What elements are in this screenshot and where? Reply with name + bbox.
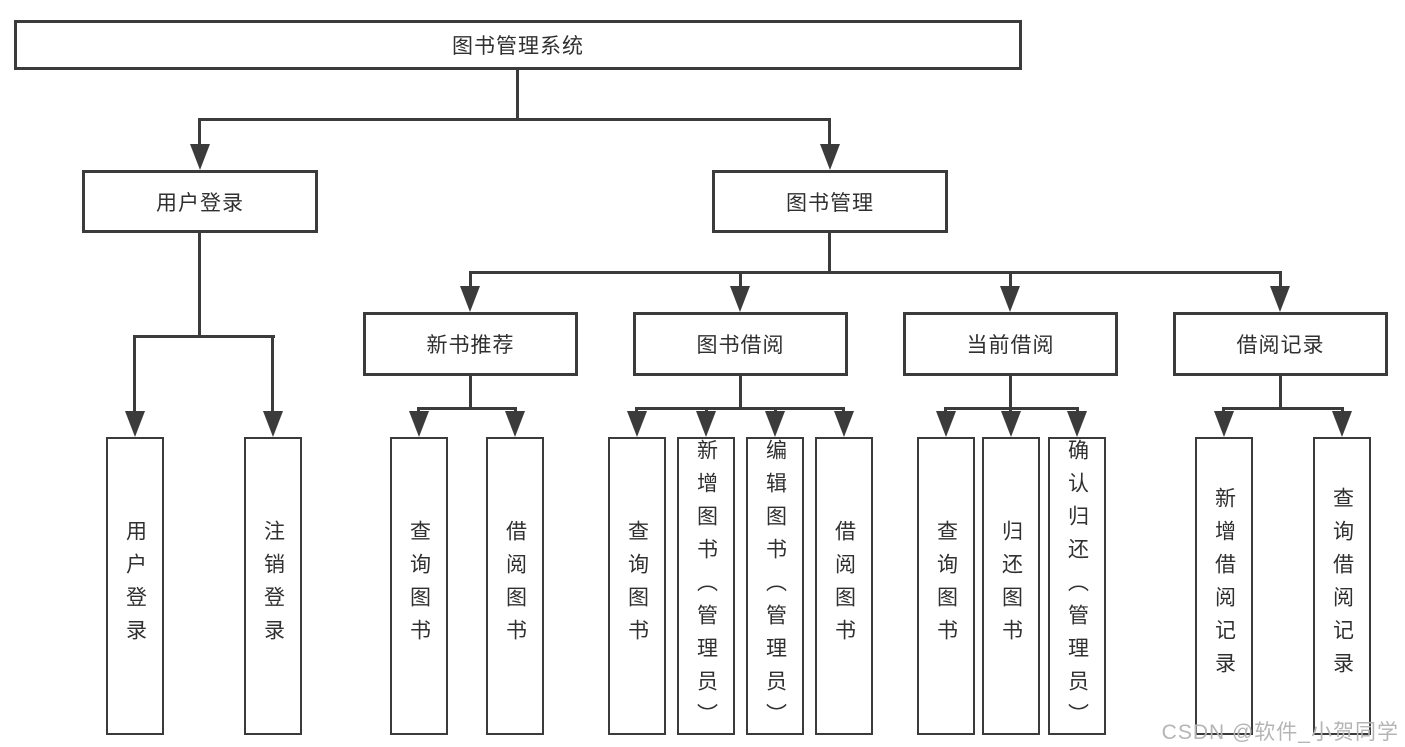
arrow-down-icon <box>1000 286 1020 312</box>
connector-line <box>133 335 275 338</box>
leaf-borrow-books: 借阅图书 <box>815 437 873 735</box>
connector-line <box>828 118 831 148</box>
node-label: 用户登录 <box>156 191 244 215</box>
node-label: 借阅记录 <box>1236 334 1325 357</box>
leaf-label: 借阅图书 <box>503 520 527 652</box>
leaf-user-login: 用户登录 <box>106 437 164 735</box>
leaf-add-books-admin: 新增图书（管理员） <box>677 437 735 736</box>
leaf-label: 查询图书 <box>407 520 431 652</box>
node-user-login: 用户登录 <box>82 170 318 233</box>
arrow-down-icon <box>505 411 525 437</box>
arrow-down-icon <box>730 286 750 312</box>
leaf-logout: 注销登录 <box>244 437 302 735</box>
connector-line <box>1009 376 1012 407</box>
node-label: 图书管理系统 <box>452 35 584 58</box>
node-book-management: 图书管理 <box>712 170 948 233</box>
arrow-down-icon <box>696 411 716 437</box>
leaf-query-borrow-record: 查询借阅记录 <box>1313 437 1371 735</box>
arrow-down-icon <box>190 144 210 170</box>
connector-line <box>1279 376 1282 407</box>
arrow-down-icon <box>263 411 283 437</box>
connector-line <box>271 335 274 415</box>
node-label: 新书推荐 <box>426 334 515 357</box>
connector-line <box>635 407 845 410</box>
node-label: 当前借阅 <box>966 334 1055 357</box>
connector-line <box>417 407 517 410</box>
arrow-down-icon <box>765 411 785 437</box>
connector-line <box>739 376 742 407</box>
arrow-down-icon <box>460 286 480 312</box>
leaf-label: 用户登录 <box>123 520 147 652</box>
leaf-borrow-books-recommend: 借阅图书 <box>486 437 544 735</box>
connector-line <box>469 376 472 407</box>
node-current-borrow: 当前借阅 <box>903 312 1118 376</box>
connector-line <box>198 118 831 121</box>
leaf-label: 查询图书 <box>934 520 958 652</box>
leaf-label: 确认归还（管理员） <box>1065 439 1089 736</box>
node-book-borrow: 图书借阅 <box>633 312 848 376</box>
node-root: 图书管理系统 <box>14 20 1022 70</box>
arrow-down-icon <box>627 411 647 437</box>
connector-line <box>469 271 472 289</box>
connector-line <box>198 118 201 148</box>
node-label: 图书管理 <box>786 191 874 215</box>
leaf-add-borrow-record: 新增借阅记录 <box>1195 437 1253 735</box>
node-borrow-records: 借阅记录 <box>1173 312 1388 376</box>
connector-line <box>1009 271 1012 289</box>
leaf-label: 借阅图书 <box>832 520 856 652</box>
connector-line <box>1279 271 1282 289</box>
arrow-down-icon <box>1067 411 1087 437</box>
arrow-down-icon <box>936 411 956 437</box>
leaf-label: 查询借阅记录 <box>1330 487 1354 685</box>
arrow-down-icon <box>820 144 840 170</box>
arrow-down-icon <box>1214 411 1234 437</box>
connector-line <box>739 271 742 289</box>
connector-line <box>469 271 1282 274</box>
leaf-label: 新增借阅记录 <box>1212 487 1236 685</box>
node-label: 图书借阅 <box>696 334 785 357</box>
leaf-label: 注销登录 <box>261 520 285 652</box>
arrow-down-icon <box>409 411 429 437</box>
connector-line <box>1222 407 1344 410</box>
leaf-query-books-current: 查询图书 <box>917 437 975 735</box>
leaf-label: 新增图书（管理员） <box>694 439 718 736</box>
connector-line <box>516 70 519 118</box>
leaf-edit-books-admin: 编辑图书（管理员） <box>746 437 804 736</box>
leaf-confirm-return-admin: 确认归还（管理员） <box>1048 437 1106 736</box>
arrow-down-icon <box>1332 411 1352 437</box>
leaf-label: 查询图书 <box>625 520 649 652</box>
leaf-query-books-borrow: 查询图书 <box>608 437 666 735</box>
arrow-down-icon <box>1270 286 1290 312</box>
watermark: CSDN @软件_小贺同学 <box>1161 721 1399 744</box>
arrow-down-icon <box>1001 411 1021 437</box>
arrow-down-icon <box>125 411 145 437</box>
arrow-down-icon <box>834 411 854 437</box>
connector-line <box>198 233 201 335</box>
leaf-query-books-recommend: 查询图书 <box>390 437 448 735</box>
connector-line <box>828 233 831 271</box>
connector-line <box>133 335 136 415</box>
leaf-return-books: 归还图书 <box>982 437 1040 735</box>
node-new-book-recommend: 新书推荐 <box>363 312 578 376</box>
leaf-label: 编辑图书（管理员） <box>763 439 787 736</box>
leaf-label: 归还图书 <box>999 520 1023 652</box>
